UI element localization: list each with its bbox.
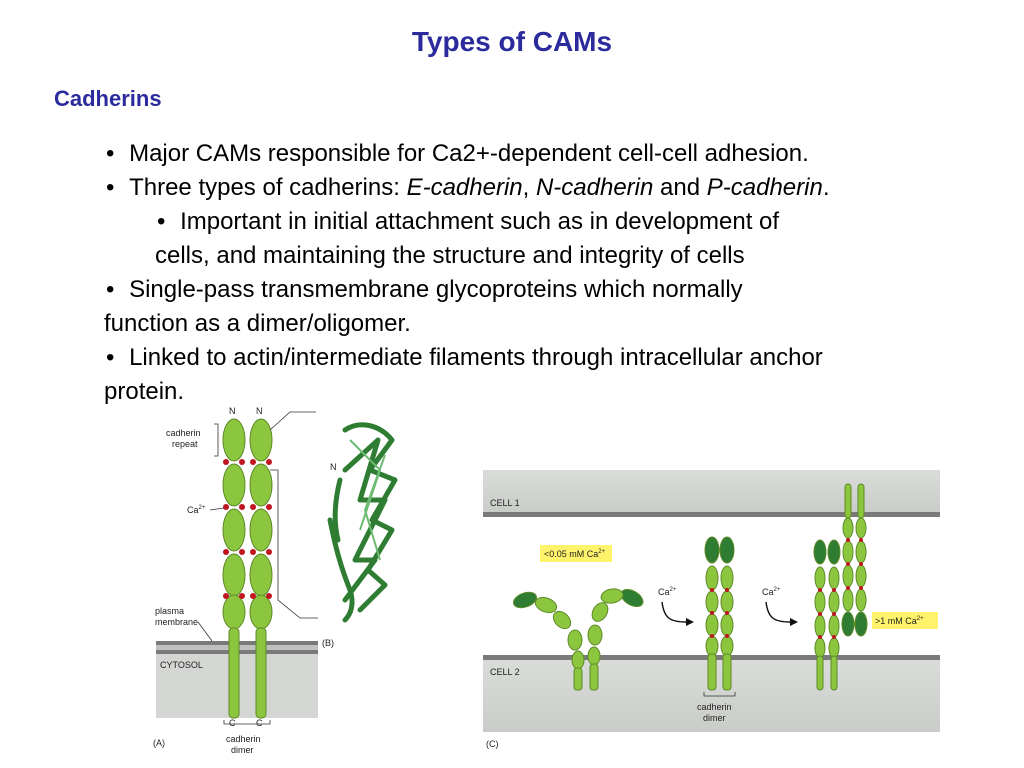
ca-label: Ca2+ [187, 505, 206, 515]
bullet-2: • Three types of cadherins: E-cadherin, … [106, 171, 829, 205]
cell-2-label: CELL 2 [490, 667, 520, 677]
bullet-4-line-1: • Single-pass transmembrane glycoprotein… [106, 273, 743, 307]
calcium-ions [223, 459, 272, 599]
bullet-4-line-2: function as a dimer/oligomer. [104, 310, 411, 337]
bullet-glyph: • [106, 276, 115, 303]
n-terminal-right: N [256, 406, 263, 416]
bullet-glyph: • [106, 174, 115, 201]
protein-ribbon [327, 422, 398, 623]
floppy-cadherin [512, 588, 644, 691]
bullet-glyph: • [157, 208, 166, 235]
panel-a-letter: (A) [153, 738, 165, 748]
n-cadherin-term: N-cadherin [535, 174, 654, 201]
e-cadherin-term: E-cadherin [406, 174, 523, 201]
bullet-glyph: • [106, 140, 115, 167]
n-terminal-left: N [229, 406, 236, 416]
bullet-3-line-1: • Important in initial attachment such a… [157, 205, 779, 239]
plasma-label-1: plasma [155, 606, 184, 616]
arrow-1 [661, 601, 687, 623]
panel-b-letter: (B) [322, 638, 334, 648]
cadherin-strand-right [249, 418, 273, 719]
cadherin-strand-left [222, 418, 246, 719]
cell-1-region [483, 470, 940, 513]
c-terminal-left: C [229, 718, 236, 728]
panel-c-letter: (C) [486, 739, 499, 749]
cadherin-repeat-label-1: cadherin [166, 428, 201, 438]
and-text: and [653, 174, 707, 201]
plasma-label-2: membrane [155, 617, 198, 627]
p-cadherin-term: P-cadherin [706, 174, 823, 201]
bullet-5-line-2: protein. [104, 378, 185, 405]
high-ca-callout [872, 612, 938, 629]
panel-c-dimer-1: cadherin [697, 702, 732, 712]
repeat-bracket [214, 423, 219, 457]
section-subtitle: Cadherins [54, 86, 162, 111]
bullet-5-text-1: Linked to actin/intermediate filaments t… [129, 344, 823, 371]
panel-a: N N cadherin repeat Ca2+ plasma membrane… [153, 406, 320, 755]
period: . [822, 174, 830, 201]
bullet-4-text-1: Single-pass transmembrane glycoproteins … [129, 276, 743, 303]
arrow-2 [765, 601, 791, 623]
panel-c-dimer-2: dimer [703, 713, 726, 723]
bullet-2-prefix: Three types of cadherins: [129, 174, 407, 201]
cell-1-membrane [483, 512, 940, 517]
rigid-cadherin-dimer [704, 536, 735, 691]
ca-arrow-1-label: Ca2+ [658, 587, 677, 597]
bullet-3-text-1: Important in initial attachment such as … [180, 208, 780, 235]
panel-b-n-label: N [330, 462, 337, 472]
ca-arrow-2-label: Ca2+ [762, 587, 781, 597]
cytosol-label: CYTOSOL [160, 660, 203, 670]
high-ca-label: >1 mM Ca2+ [875, 616, 924, 626]
cadherin-repeat-label-2: repeat [172, 439, 198, 449]
dimer-label-2: dimer [231, 745, 254, 755]
bullet-1-text: Major CAMs responsible for Ca2+-dependen… [129, 140, 809, 167]
panel-b: N (B) [318, 405, 410, 655]
comma: , [522, 174, 536, 201]
slide-title: Types of CAMs [411, 26, 613, 57]
bullet-3-line-2: cells, and maintaining the structure and… [155, 242, 745, 269]
panel-c: CELL 1 CELL 2 <0.05 mM Ca2+ Ca2+ [483, 470, 940, 749]
low-ca-label: <0.05 mM Ca2+ [544, 549, 606, 559]
bullet-glyph: • [106, 344, 115, 371]
dimer-label-1: cadherin [226, 734, 261, 744]
cell-1-label: CELL 1 [490, 498, 520, 508]
c-terminal-right: C [256, 718, 263, 728]
bullet-1: • Major CAMs responsible for Ca2+-depend… [106, 137, 809, 171]
low-ca-callout [540, 545, 612, 562]
bullet-5-line-1: • Linked to actin/intermediate filaments… [106, 341, 823, 375]
